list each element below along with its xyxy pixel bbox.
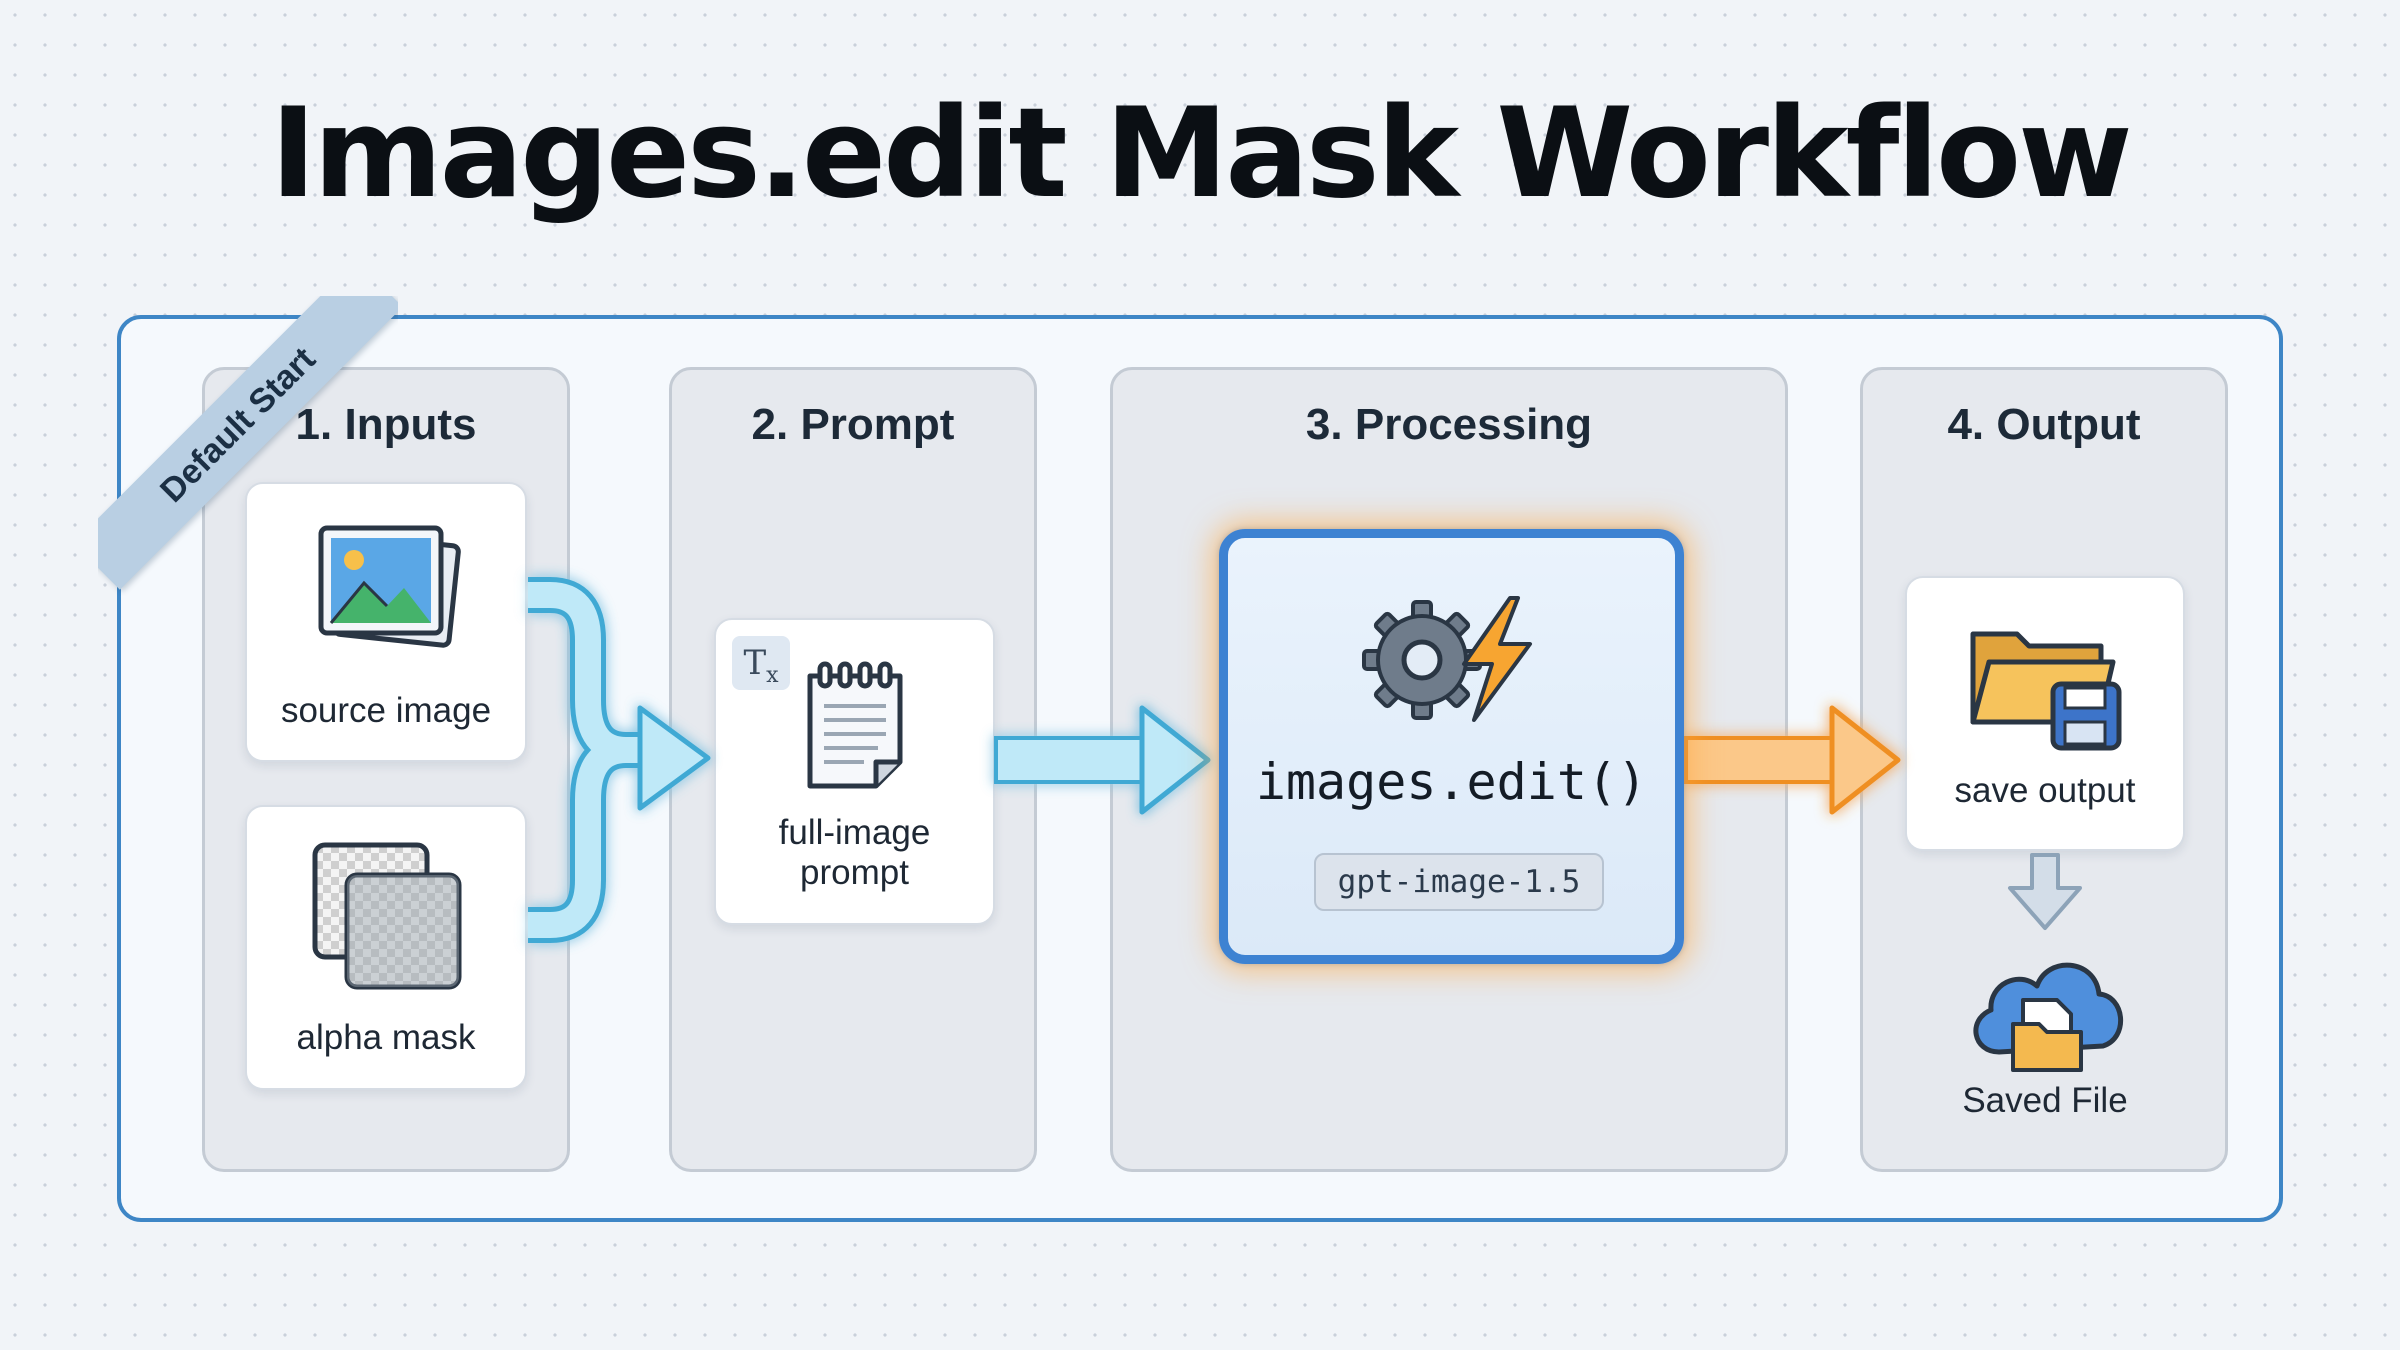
processing-to-output-arrow xyxy=(1684,705,1901,815)
folder-save-icon xyxy=(1970,631,2122,751)
text-format-badge: T xyxy=(743,643,767,683)
lane-title: 1. Inputs xyxy=(295,400,477,449)
function-name: images.edit() xyxy=(1255,753,1648,811)
lane-title: 2. Prompt xyxy=(751,400,955,449)
prompt-to-processing-arrow xyxy=(994,705,1211,815)
diagram-title: Images.edit Mask Workflow xyxy=(270,82,2132,226)
source-image-label: source image xyxy=(280,691,492,730)
image-icon xyxy=(318,525,461,648)
text-format-icon: Tx xyxy=(732,636,790,690)
prompt-label-line1: full-image xyxy=(778,813,931,852)
lane-title: 4. Output xyxy=(1947,400,2141,449)
alpha-mask-card[interactable]: alpha mask xyxy=(245,805,527,1090)
mask-icon xyxy=(312,842,462,990)
saved-file-label: Saved File xyxy=(1962,1081,2128,1120)
ribbon-container: Default Start xyxy=(98,296,398,596)
save-output-label: save output xyxy=(1954,771,2136,810)
prompt-label-line2: prompt xyxy=(800,853,909,892)
notepad-icon xyxy=(807,661,903,789)
save-output-card[interactable]: save output xyxy=(1905,576,2185,851)
cloud-file-icon xyxy=(1973,962,2123,1072)
text-format-badge-sub: x xyxy=(766,662,779,688)
images-edit-node[interactable]: images.edit() gpt-image-1.5 xyxy=(1219,529,1684,964)
model-badge: gpt-image-1.5 xyxy=(1314,853,1604,911)
prompt-card[interactable]: Tx full-image prompt xyxy=(714,618,995,925)
alpha-mask-label: alpha mask xyxy=(296,1018,476,1057)
source-image-card[interactable]: source image xyxy=(245,482,527,762)
save-to-file-arrow xyxy=(2008,853,2082,930)
default-start-ribbon: Default Start xyxy=(98,296,398,590)
gear-lightning-icon xyxy=(1362,596,1532,722)
merge-arrow xyxy=(528,577,711,943)
lane-title: 3. Processing xyxy=(1305,400,1593,449)
